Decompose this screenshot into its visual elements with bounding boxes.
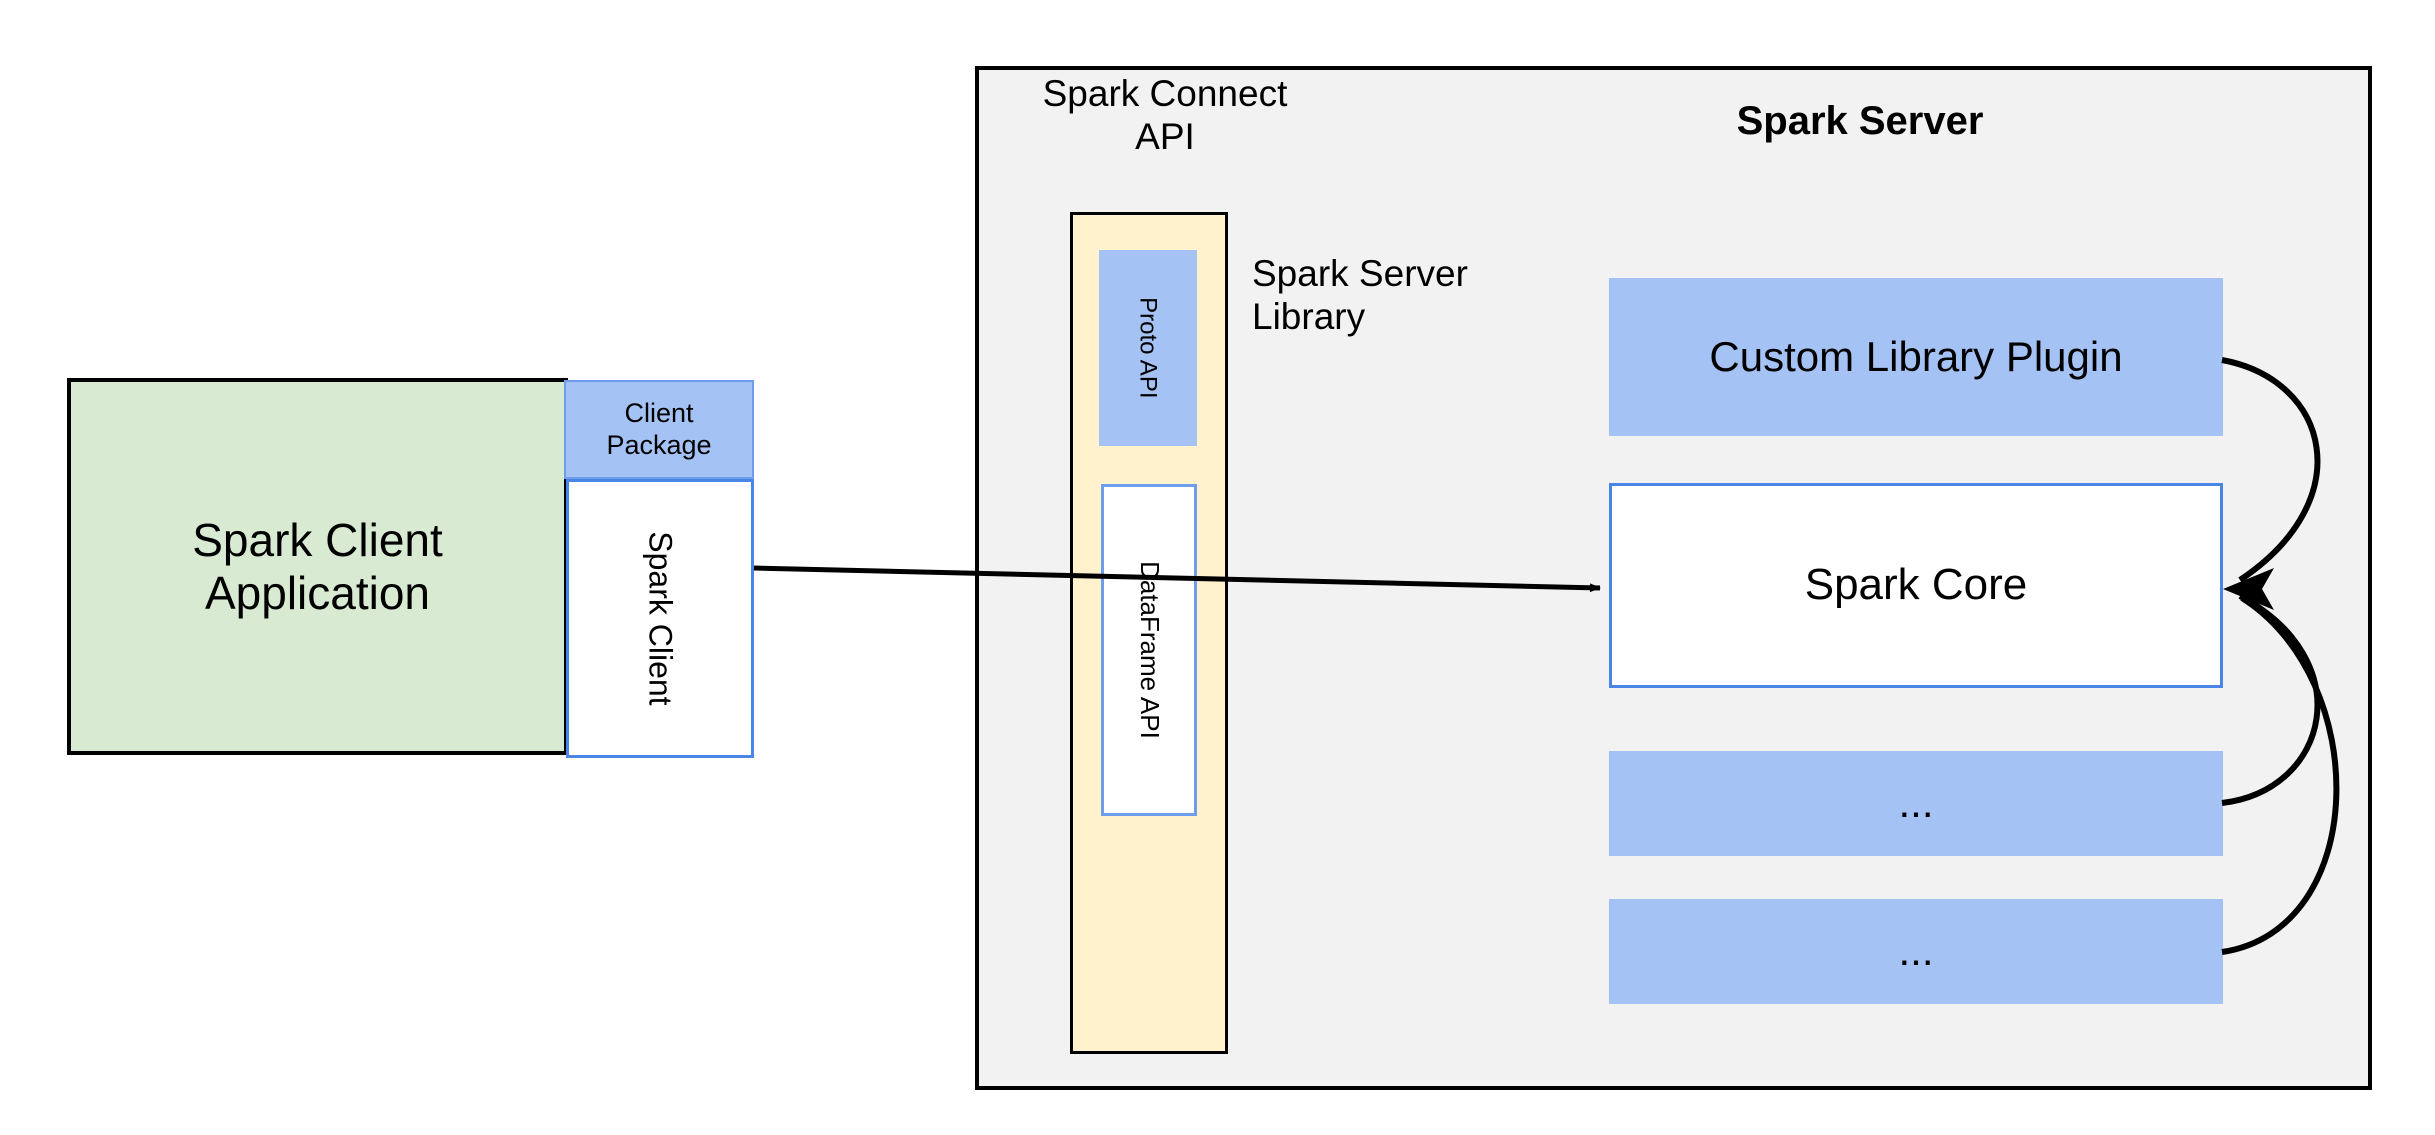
spark-client-application-box: Spark Client Application xyxy=(67,378,568,755)
client-package-box: Client Package xyxy=(564,380,754,479)
spark-client-box: Spark Client xyxy=(566,479,754,758)
proto-api-label: Proto API xyxy=(1134,297,1162,399)
spark-server-library-label: Spark Server Library xyxy=(1252,253,1468,337)
dataframe-api-box: DataFrame API xyxy=(1101,484,1197,816)
proto-api-box: Proto API xyxy=(1099,250,1197,446)
dataframe-api-label: DataFrame API xyxy=(1134,561,1165,739)
spark-client-label: Spark Client xyxy=(642,531,679,706)
spark-client-application-label: Spark Client Application xyxy=(192,513,443,619)
spark-connect-api-label: Spark Connect API xyxy=(1042,73,1288,157)
custom-library-plugin-box: Custom Library Plugin xyxy=(1609,278,2223,436)
client-package-label: Client Package xyxy=(606,398,712,460)
ellipsis-box-2: ... xyxy=(1609,899,2223,1004)
spark-server-title: Spark Server xyxy=(1736,99,1984,143)
ellipsis-box-1: ... xyxy=(1609,751,2223,856)
spark-core-box: Spark Core xyxy=(1609,483,2223,688)
